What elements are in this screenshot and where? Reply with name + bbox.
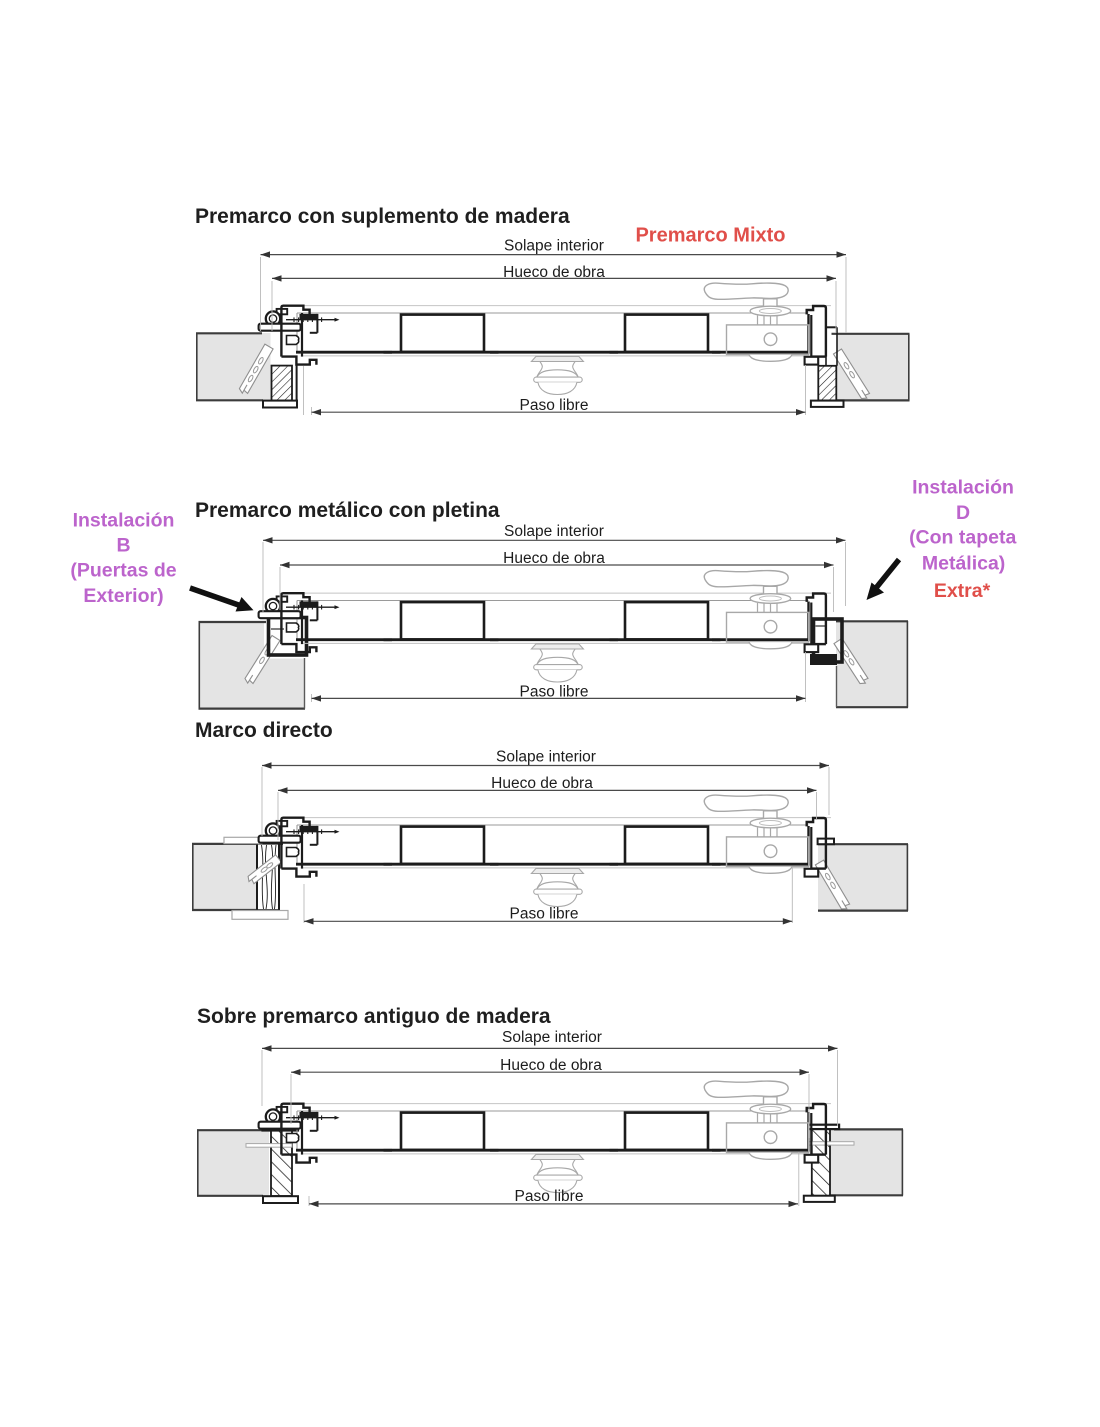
svg-text:Paso libre: Paso libre: [510, 906, 579, 923]
svg-text:Solape interior: Solape interior: [504, 523, 604, 540]
svg-text:Extra*: Extra*: [934, 580, 991, 602]
svg-text:(Puertas de: (Puertas de: [70, 560, 176, 582]
svg-text:Premarco Mixto: Premarco Mixto: [635, 225, 785, 247]
svg-text:Exterior): Exterior): [83, 585, 163, 607]
svg-text:Instalación: Instalación: [73, 510, 175, 532]
svg-text:B: B: [116, 535, 130, 557]
svg-text:Metálica): Metálica): [922, 553, 1005, 575]
svg-text:Sobre premarco antiguo de made: Sobre premarco antiguo de madera: [197, 1005, 551, 1028]
svg-text:Premarco metálico con pletina: Premarco metálico con pletina: [195, 499, 500, 522]
svg-text:Instalación: Instalación: [912, 477, 1014, 499]
svg-text:Solape interior: Solape interior: [496, 748, 596, 765]
svg-text:D: D: [956, 502, 970, 524]
svg-text:Marco directo: Marco directo: [195, 719, 333, 742]
svg-text:Hueco de obra: Hueco de obra: [503, 264, 605, 281]
svg-text:Paso libre: Paso libre: [515, 1188, 584, 1205]
svg-text:(Con tapeta: (Con tapeta: [909, 527, 1016, 549]
svg-text:Hueco de obra: Hueco de obra: [503, 550, 605, 567]
svg-text:Hueco de obra: Hueco de obra: [491, 775, 593, 792]
svg-text:Solape interior: Solape interior: [502, 1029, 602, 1046]
svg-text:Paso libre: Paso libre: [520, 683, 589, 700]
svg-text:Premarco con suplemento de mad: Premarco con suplemento de madera: [195, 205, 570, 228]
svg-text:Paso libre: Paso libre: [520, 397, 589, 414]
svg-text:Solape interior: Solape interior: [504, 237, 604, 254]
svg-text:Hueco de obra: Hueco de obra: [500, 1057, 602, 1074]
